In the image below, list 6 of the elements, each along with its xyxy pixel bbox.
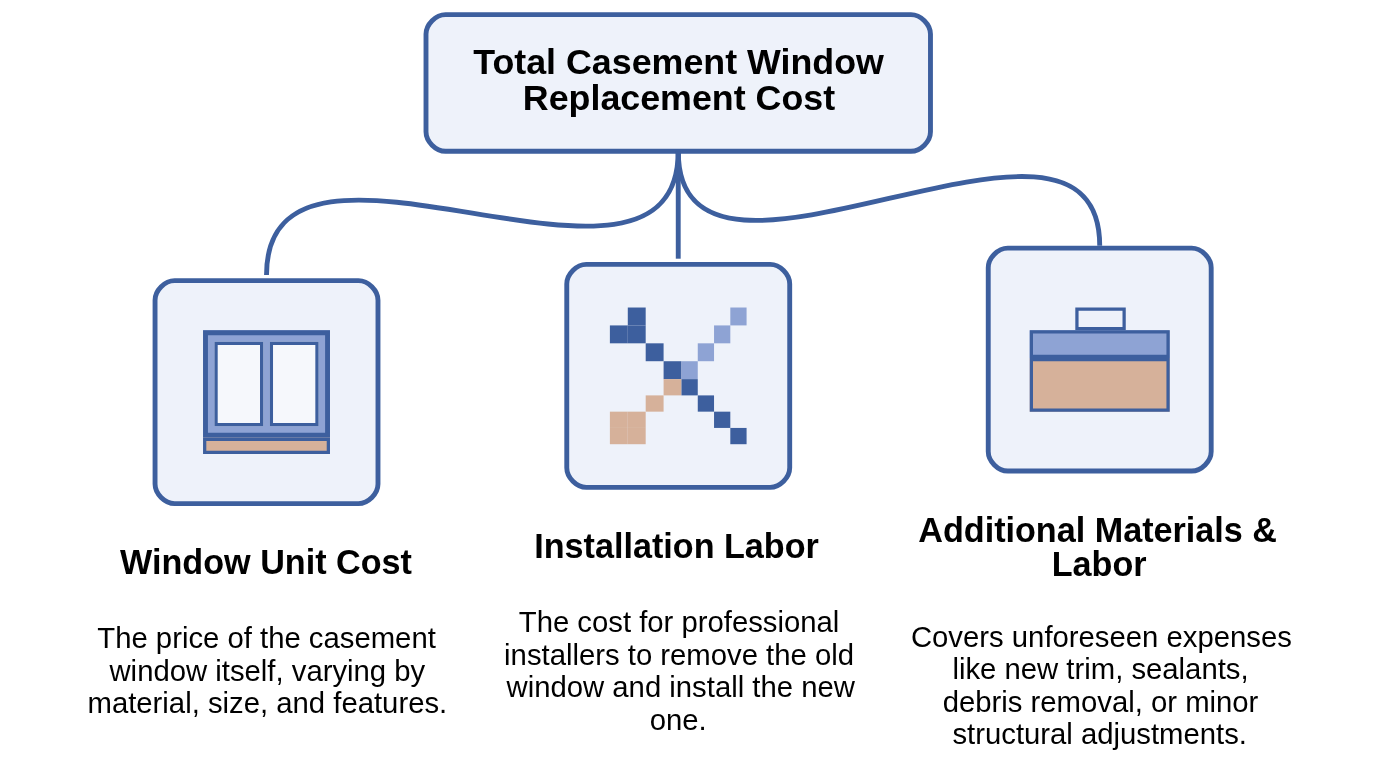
node-label: The price of the casement window itself, varying by material, size, and features.	[87, 621, 448, 720]
node-label: Installation Labor	[534, 526, 819, 565]
node-label: Covers unforeseen expenses like new trim, sealants, debris removal, or minor structural adjustments.	[910, 619, 1292, 751]
node-label: Additional Materials & Labor	[918, 510, 1277, 583]
node-label: The cost for professional installers to remove the old window and install the new one.	[504, 605, 855, 736]
node-label: Window Unit Cost	[120, 543, 412, 582]
